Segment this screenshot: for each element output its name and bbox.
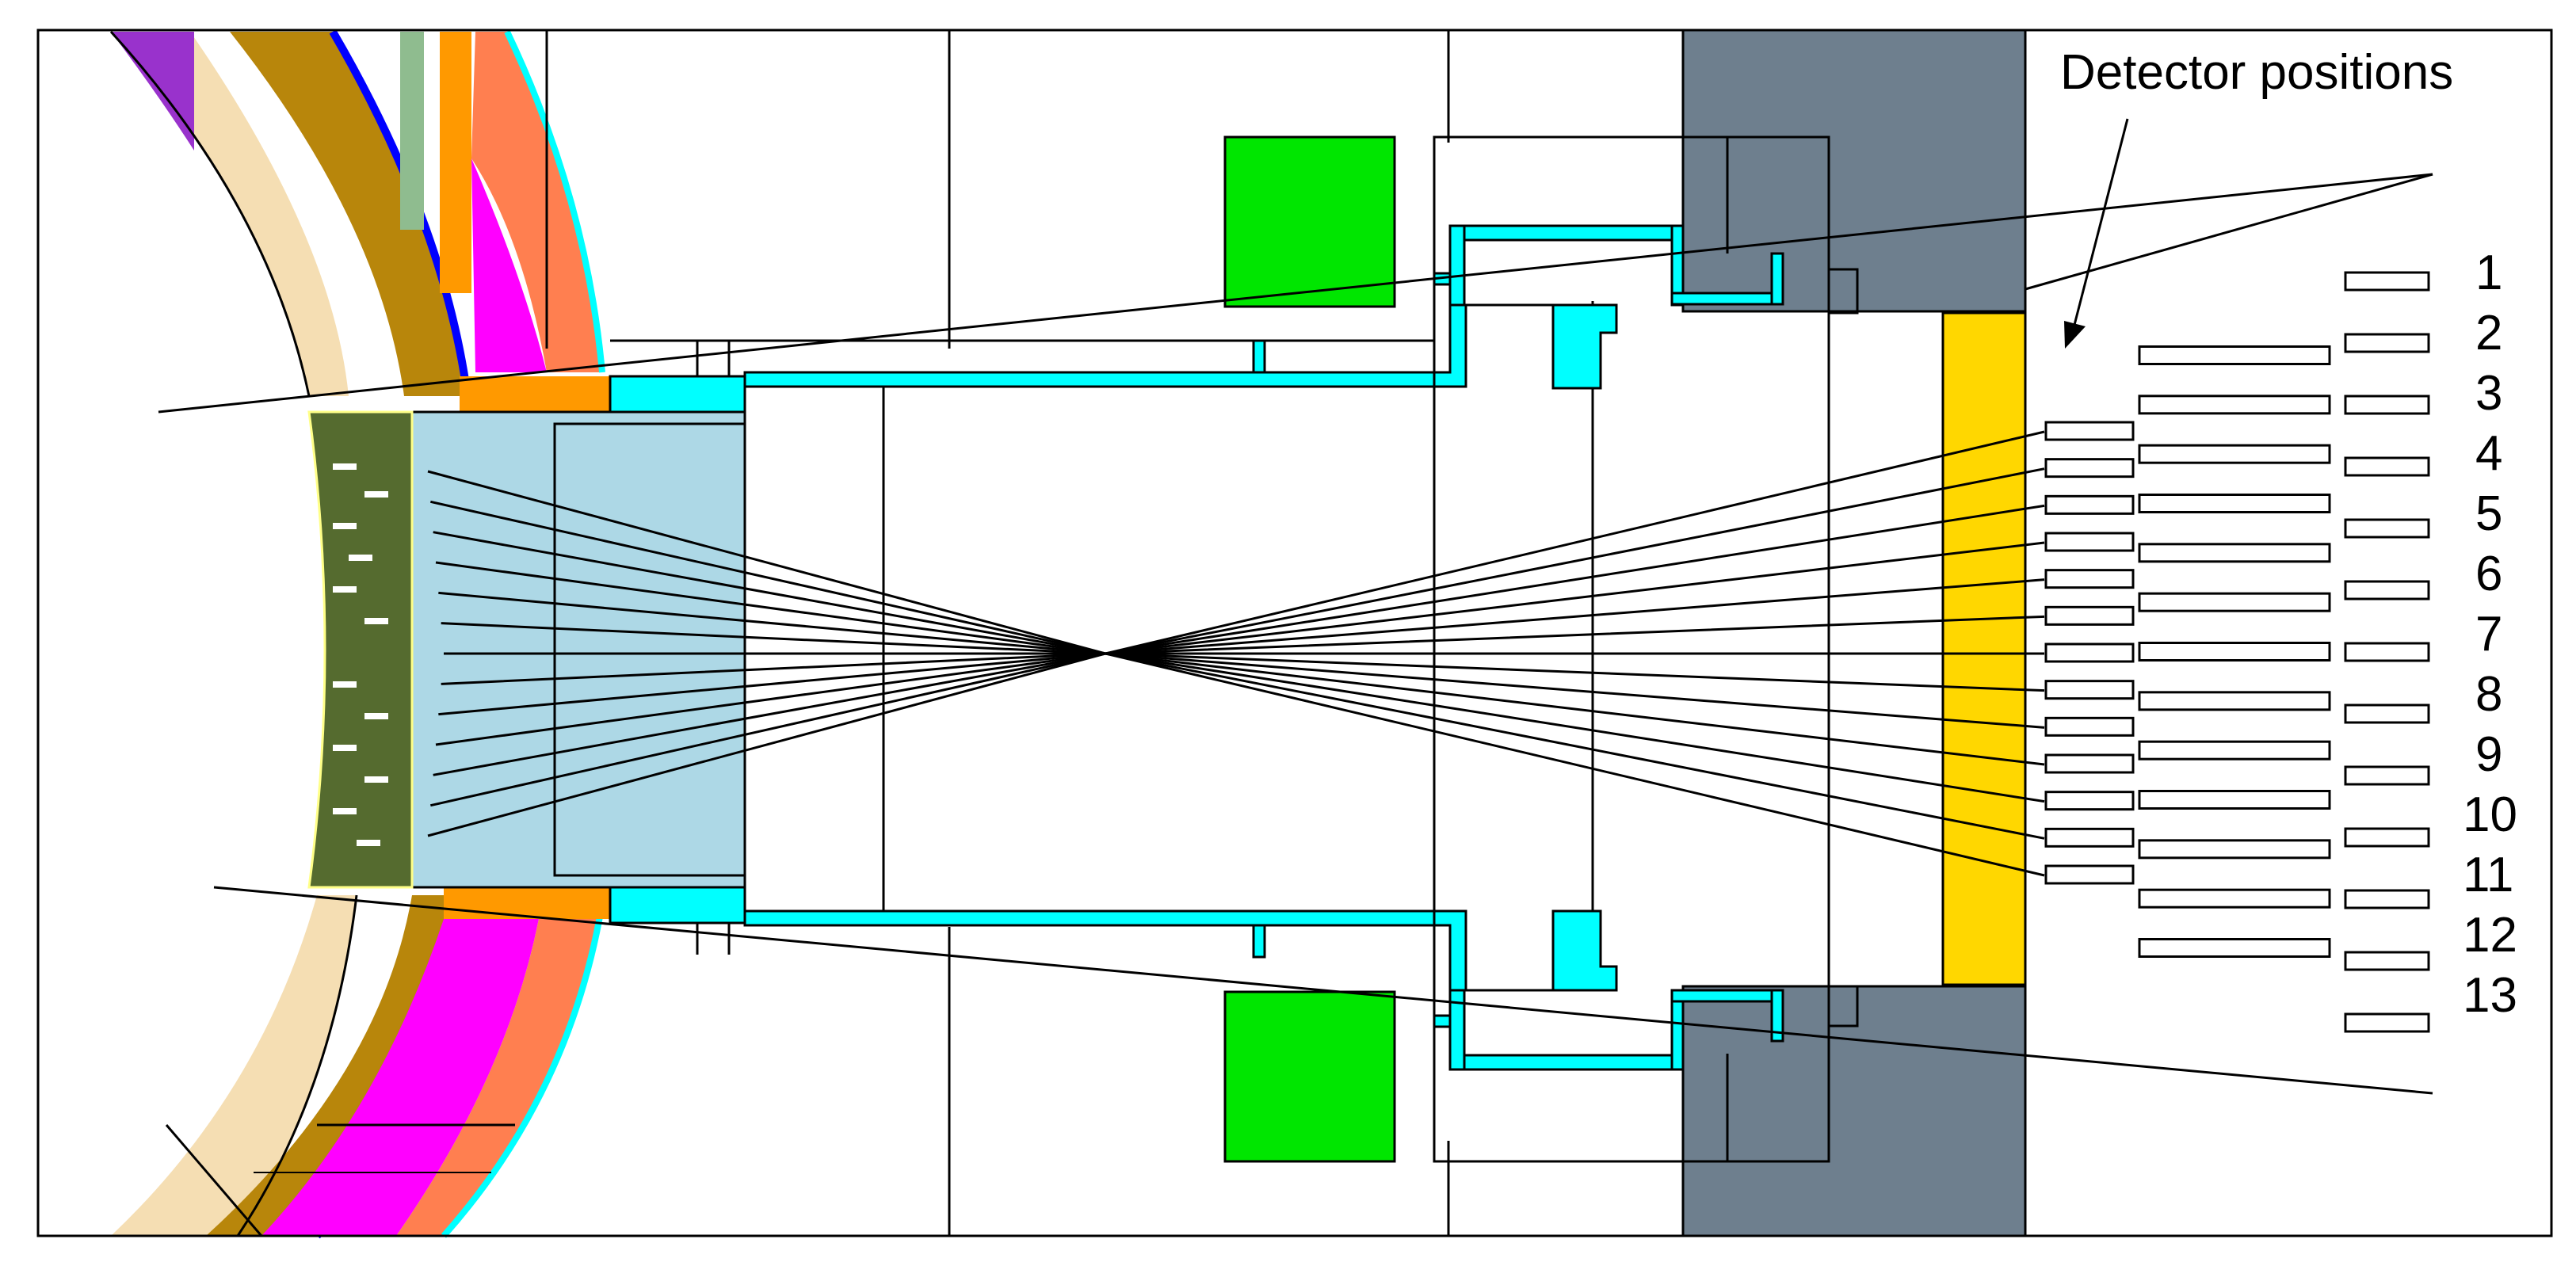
detector-box: [2344, 395, 2430, 415]
magenta-layer: [471, 158, 547, 372]
orange-strip: [440, 32, 471, 293]
detector-number-label: 7: [2475, 607, 2502, 662]
green-coil-bottom: [1223, 990, 1396, 1163]
detector-number-label: 5: [2475, 486, 2502, 541]
purple-block: [111, 32, 194, 151]
detector-box: [2344, 642, 2430, 662]
detector-number-label: 4: [2475, 426, 2502, 481]
cyan-liners: [609, 224, 1784, 1071]
orange-band-bottom: [444, 887, 610, 919]
detector-box: [2138, 642, 2331, 662]
coral-layer: [471, 32, 602, 372]
detector-box: [2044, 605, 2135, 626]
detector-box: [2138, 543, 2331, 563]
detector-number-label: 3: [2475, 366, 2502, 421]
detector-number-label: 8: [2475, 667, 2502, 722]
detector-box: [2344, 271, 2430, 292]
wheat-layer: [111, 32, 349, 396]
detector-number-label: 9: [2475, 727, 2502, 782]
annotation-arrow: [2064, 118, 2129, 349]
detector-box: [2344, 456, 2430, 477]
sight-line: [427, 470, 2045, 877]
frame-border: [36, 29, 2553, 1237]
dark-green-blanket: [307, 410, 414, 889]
detector-box: [2138, 592, 2331, 612]
detector-box: [2044, 827, 2135, 848]
detector-box: [2138, 888, 2331, 909]
goldenrod-layer: [230, 32, 467, 396]
yellow-absorber: [1941, 311, 2027, 986]
detector-box: [2044, 458, 2135, 478]
field-of-view-lines: [158, 173, 2433, 1095]
detector-box: [2344, 703, 2430, 724]
detector-box: [2344, 518, 2430, 539]
detector-boxes: [2044, 271, 2430, 1033]
detector-box: [2344, 580, 2430, 600]
detector-box: [2044, 716, 2135, 737]
detector-box: [2138, 938, 2331, 958]
detector-box: [2044, 569, 2135, 589]
detector-box: [2138, 395, 2331, 415]
annotation-detector-positions: Detector positions: [2060, 45, 2453, 100]
blanket-white-marks: [333, 463, 388, 846]
detector-box: [2044, 864, 2135, 885]
cyan-edge-bottom: [441, 902, 605, 1238]
coral-layer-bottom: [396, 919, 602, 1236]
detector-box: [2344, 827, 2430, 848]
detector-box: [2044, 680, 2135, 700]
detector-box: [2138, 839, 2331, 860]
magenta-layer-bottom: [261, 919, 539, 1236]
green-coil-top: [1223, 135, 1396, 308]
detector-number-label: 13: [2463, 968, 2517, 1023]
vacuum-vessel-layers: [109, 29, 610, 1239]
light-blue-plug: [406, 410, 746, 889]
detector-box: [2044, 532, 2135, 552]
detector-box: [2044, 494, 2135, 515]
detector-box: [2044, 753, 2135, 774]
detector-box: [2044, 642, 2135, 663]
goldenrod-layer-bottom: [206, 895, 475, 1236]
detector-number-label: 1: [2475, 246, 2502, 300]
detector-box: [2044, 421, 2135, 441]
detector-box: [2138, 444, 2331, 464]
cyan-edge: [504, 30, 605, 373]
orange-band-top: [460, 376, 610, 412]
detector-box: [2044, 791, 2135, 811]
sage-strip: [400, 32, 424, 230]
detector-box: [2138, 494, 2331, 513]
sight-lines: [427, 430, 2045, 877]
detector-number-label: 11: [2463, 848, 2513, 902]
detector-number-label: 10: [2463, 787, 2517, 842]
detector-box: [2344, 951, 2430, 971]
detector-box: [2138, 345, 2331, 365]
detector-box: [2344, 889, 2430, 909]
detector-box: [2344, 765, 2430, 786]
detector-number-label: 2: [2475, 306, 2502, 360]
detector-box: [2138, 790, 2331, 810]
wheat-layer-bottom: [111, 895, 357, 1236]
detector-number-label: 12: [2463, 908, 2517, 963]
detector-number-label: 6: [2475, 547, 2502, 601]
detector-box: [2344, 333, 2430, 353]
detector-box: [2138, 740, 2331, 761]
detector-box: [2344, 1012, 2430, 1033]
detector-box: [2138, 691, 2331, 711]
